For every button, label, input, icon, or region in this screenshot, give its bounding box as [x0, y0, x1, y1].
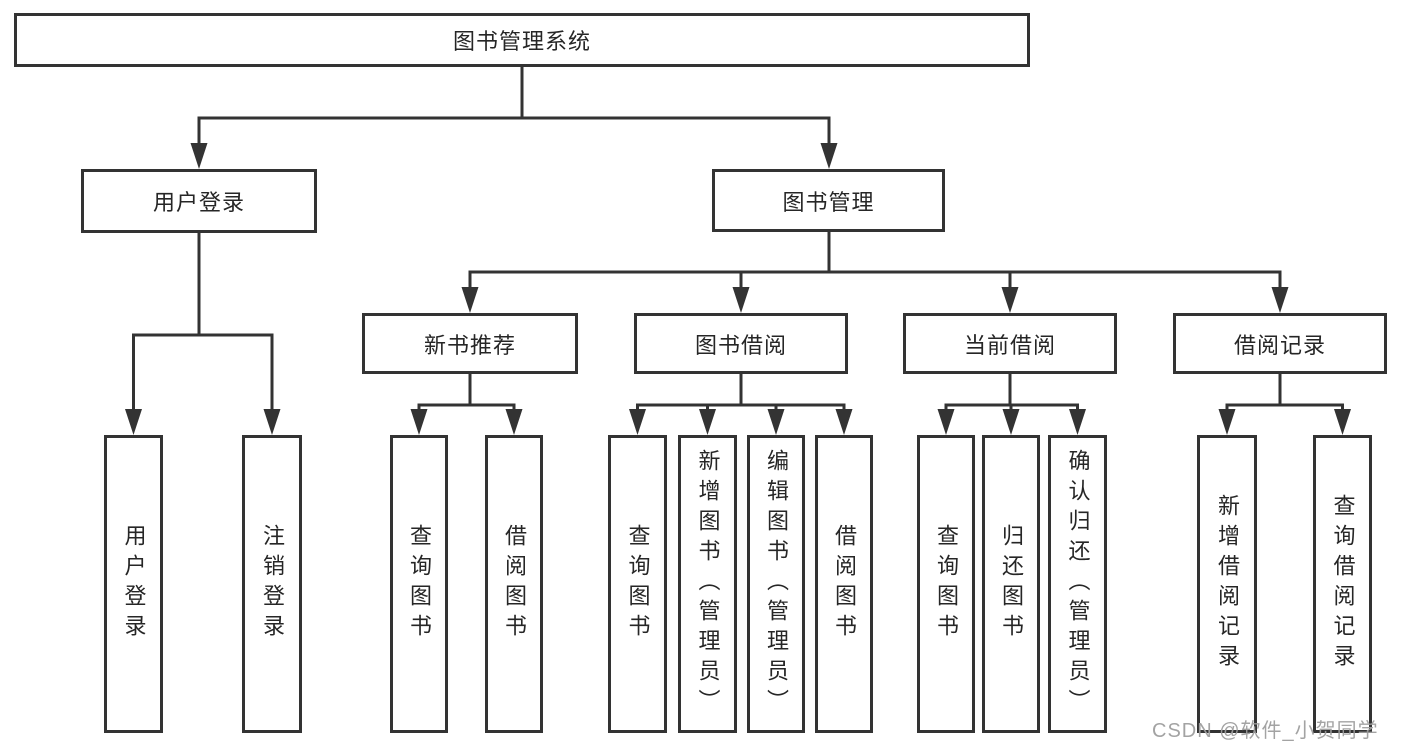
csdn-watermark: CSDN @软件_小贺同学: [1152, 720, 1379, 742]
arrowheads: [410, 409, 523, 435]
edge-lines: [636, 372, 846, 414]
leaf-confirm-return-admin: 确认归还（管理员）: [1048, 435, 1107, 733]
arrowheads: [190, 143, 838, 169]
edge-group-new-book-recommend: [410, 372, 523, 435]
node-book-borrow: 图书借阅: [634, 313, 848, 374]
edge-lines: [197, 65, 831, 145]
edge-group-borrow-records: [1218, 372, 1351, 435]
edge-group-user-login: [125, 231, 281, 435]
node-user-login: 用户登录: [81, 169, 317, 233]
node-current-borrow: 当前借阅: [903, 313, 1117, 374]
leaf-borrow-books: 借阅图书: [815, 435, 873, 733]
leaf-edit-book-admin: 编辑图书（管理员）: [747, 435, 805, 733]
leaf-query-books-borrow: 查询图书: [608, 435, 667, 733]
node-new-book-recommend: 新书推荐: [362, 313, 578, 374]
leaf-return-book: 归还图书: [982, 435, 1040, 733]
arrowheads: [937, 409, 1086, 435]
leaf-logout: 注销登录: [242, 435, 302, 733]
leaf-user-login: 用户登录: [104, 435, 163, 733]
arrowheads: [125, 409, 281, 435]
leaf-add-borrow-record: 新增借阅记录: [1197, 435, 1257, 733]
leaf-query-borrow-record: 查询借阅记录: [1313, 435, 1372, 733]
arrowheads: [461, 287, 1289, 313]
node-root: 图书管理系统: [14, 13, 1030, 67]
node-borrow-records: 借阅记录: [1173, 313, 1387, 374]
node-book-management: 图书管理: [712, 169, 945, 232]
edge-group-root: [190, 65, 838, 169]
edge-group-book-management: [461, 230, 1289, 313]
edge-group-current-borrow: [937, 372, 1086, 435]
arrowheads: [1218, 409, 1351, 435]
edge-group-book-borrow: [629, 372, 853, 435]
leaf-query-books-current: 查询图书: [917, 435, 975, 733]
edge-lines: [132, 231, 274, 412]
leaf-query-books-recommend: 查询图书: [390, 435, 448, 733]
edge-lines: [468, 230, 1282, 291]
arrowheads: [629, 409, 853, 435]
leaf-add-book-admin: 新增图书（管理员）: [678, 435, 737, 733]
edge-lines: [944, 372, 1079, 414]
edge-lines: [417, 372, 516, 414]
leaf-borrow-books-recommend: 借阅图书: [485, 435, 543, 733]
edge-lines: [1225, 372, 1344, 414]
